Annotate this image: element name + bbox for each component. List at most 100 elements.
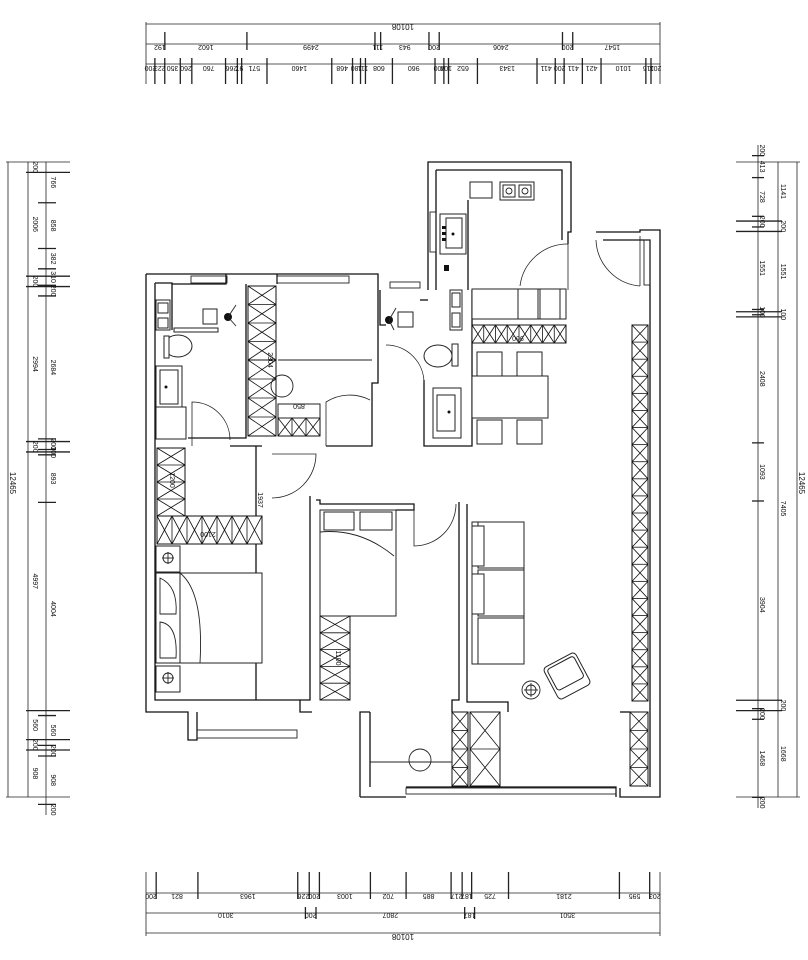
sink-icon[interactable] — [432, 387, 462, 439]
dim-left-outer: 908 — [31, 768, 38, 780]
dim-left-total: 12465 — [8, 472, 17, 495]
toilet-icon[interactable] — [163, 334, 193, 359]
cabinet-cross-icon — [629, 711, 649, 787]
dim-left-outer: 2006 — [31, 216, 38, 232]
dim-top-inner: 180 — [351, 64, 363, 71]
door-swing-icon[interactable] — [191, 401, 231, 446]
doors — [191, 236, 641, 547]
dim-bottom-inner: 1003 — [337, 892, 353, 899]
dim-right-inner: 100 — [758, 306, 765, 318]
dim-top-outer: 2406 — [493, 43, 509, 50]
dim-top-inner: 1343 — [499, 64, 515, 71]
dim-bottom-outer: 200 — [305, 911, 317, 918]
dim-top-inner: 350 — [167, 64, 179, 71]
cabinet-labels: 960 850 2100 1200 2304 1100 1937 — [168, 334, 524, 666]
dim-bottom-outer: 3010 — [218, 911, 234, 918]
dim-left-inner: 908 — [49, 774, 56, 786]
bed-icon[interactable] — [319, 509, 397, 617]
dim-bottom-inner: 217 — [451, 892, 463, 899]
dim-bottom-inner: 885 — [423, 892, 435, 899]
dim-top-inner: 468 — [336, 64, 348, 71]
door-swing-icon[interactable] — [271, 453, 317, 499]
dim-right-inner: 200 — [758, 216, 765, 228]
bathroom-right — [385, 289, 463, 439]
dim-right-inner: 1093 — [758, 464, 765, 480]
dim-right-inner: 200 — [758, 144, 765, 156]
dim-right-outer: 1141 — [779, 184, 786, 199]
cabinet-cross-icon — [277, 417, 321, 437]
dim-top-outer: 200 — [428, 43, 440, 50]
dim-bottom-inner: 200 — [145, 892, 157, 899]
toilet-icon[interactable] — [423, 343, 459, 368]
dim-top-inner: 200 — [144, 64, 156, 71]
dim-left-outer: 200 — [31, 441, 38, 453]
dim-right-outer: 200 — [779, 220, 786, 232]
dim-top-inner: 116 — [643, 64, 654, 71]
dim-right-outer: 200 — [779, 700, 786, 712]
dim-bottom-inner: 200 — [308, 892, 320, 899]
dim-top-inner: 97 — [236, 64, 244, 71]
dim-top-outer: 111 — [372, 43, 383, 50]
dim-top-total: 10108 — [391, 22, 414, 31]
dim-left-outer: 4997 — [31, 573, 38, 589]
dim-right-outer: 1668 — [779, 746, 786, 762]
sink-icon[interactable] — [155, 365, 183, 409]
dim-right-inner: 413 — [758, 161, 765, 173]
bed-icon[interactable] — [155, 572, 263, 664]
dim-bottom-inner: 1963 — [240, 892, 256, 899]
door-swing-icon[interactable] — [413, 503, 457, 547]
dim-left-inner: 2684 — [49, 360, 56, 376]
stove-icon[interactable] — [499, 181, 535, 201]
lamp-icon — [162, 552, 174, 564]
dim-bottom-outer: 187 — [464, 911, 476, 918]
dim-top-outer: 1547 — [604, 43, 620, 50]
bathroom-left — [155, 299, 237, 440]
label-wardrobe-1100: 1100 — [334, 650, 341, 665]
walls — [145, 161, 661, 798]
cabinet-cross-icon — [469, 711, 501, 787]
cabinet-cross-icon — [631, 324, 649, 702]
dim-top-inner: 760 — [203, 64, 215, 71]
dim-bottom-inner: 702 — [382, 892, 394, 899]
dim-left-inner: 893 — [49, 473, 56, 485]
dim-left-outer: 200 — [31, 739, 38, 751]
dim-top-inner: 1010 — [616, 64, 632, 71]
dim-bottom-inner: 821 — [171, 892, 183, 899]
dim-left-inner: 200 — [49, 804, 56, 816]
door-swing-icon[interactable] — [519, 243, 569, 287]
label-cabinet-850: 850 — [293, 402, 305, 409]
dim-left-outer: 200 — [31, 276, 38, 288]
dim-top-outer: 1602 — [198, 43, 214, 50]
door-swing-icon[interactable] — [385, 344, 425, 384]
dim-left-inner: 4004 — [49, 601, 56, 617]
lamp-icon — [162, 672, 174, 684]
dim-top-inner: 111 — [358, 64, 369, 71]
dim-right-inner: 200 — [758, 797, 765, 809]
dim-right-inner: 1551 — [758, 260, 765, 276]
cabinet-cross-icon — [156, 447, 186, 517]
dim-right-outer: 100 — [779, 308, 786, 320]
dim-right-inner: 200 — [758, 708, 765, 720]
dim-top-outer: 2499 — [303, 43, 319, 50]
dining-table-icon[interactable] — [471, 351, 549, 445]
dim-left-inner: 100 — [49, 446, 56, 458]
armchair-icon[interactable] — [543, 652, 592, 701]
dim-left-inner: 560 — [49, 725, 56, 737]
cabinets — [156, 285, 649, 787]
dim-bottom-inner: 187 — [461, 892, 473, 899]
dim-top-outer: 200 — [562, 43, 574, 50]
dim-top-inner: 411 — [568, 64, 579, 71]
cabinet-cross-icon — [247, 359, 277, 437]
door-swing-icon[interactable] — [325, 394, 371, 446]
dim-left-outer: 2994 — [31, 356, 38, 372]
dim-right-inner: 2408 — [758, 371, 765, 387]
dim-top-outer: 192 — [154, 43, 166, 50]
label-cabinet-960: 960 — [512, 334, 524, 341]
dim-bottom-outer: 3501 — [559, 911, 575, 918]
sofa-icon[interactable] — [471, 521, 525, 665]
door-swing-icon[interactable] — [595, 239, 641, 287]
dim-right-inner: 1468 — [758, 751, 765, 767]
